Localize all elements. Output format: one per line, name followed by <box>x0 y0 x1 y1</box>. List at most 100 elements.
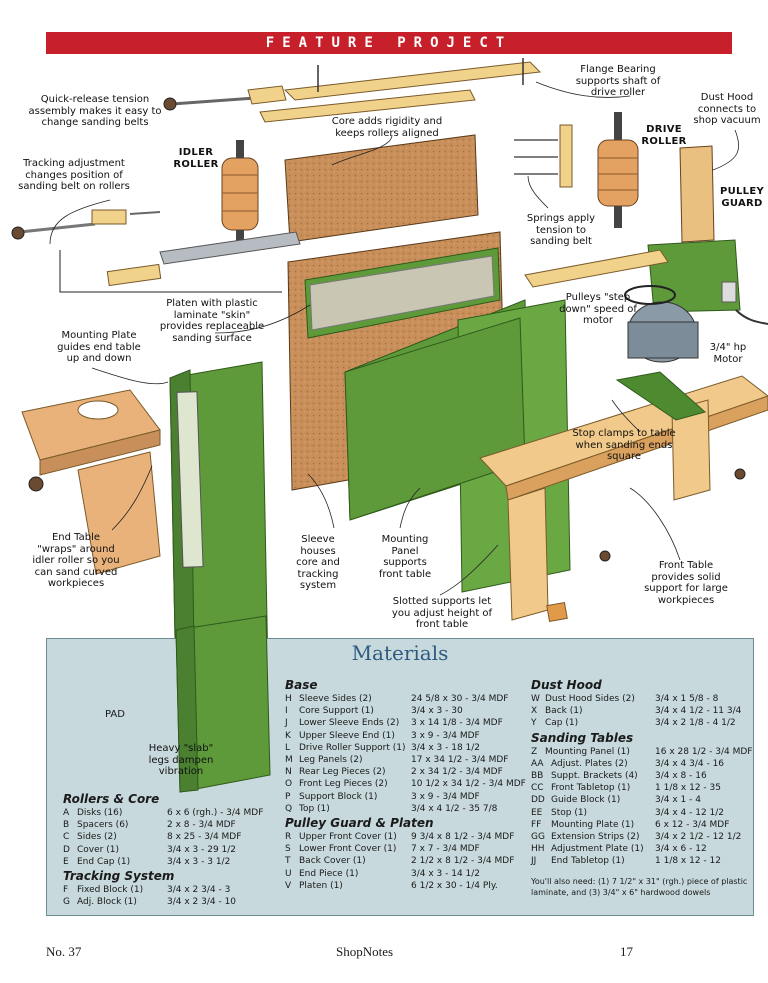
part-code: W <box>531 694 540 704</box>
part-name: Extension Strips (2) <box>551 832 640 843</box>
callout-pulley-guard: PULLEY GUARD <box>719 186 765 209</box>
materials-title: Materials <box>351 641 449 665</box>
part-dimensions: 8 x 25 - 3/4 MDF <box>167 832 242 843</box>
part-name: End Piece (1) <box>299 868 359 879</box>
part-dimensions: 3/4 x 6 - 12 <box>655 844 707 855</box>
dust-hood <box>679 145 715 243</box>
front-table-drawing <box>479 371 768 623</box>
part-dimensions: 3/4 x 4 1/2 - 11 3/4 <box>655 706 742 717</box>
materials-row: M Leg Panels (2) 17 x 34 1/2 - 3/4 MDF <box>285 754 535 766</box>
page-number: 17 <box>620 944 633 959</box>
part-dimensions: 6 1/2 x 30 - 1/4 Ply. <box>411 880 498 891</box>
part-name: Mounting Panel (1) <box>545 746 630 757</box>
part-name: Sleeve Sides (2) <box>299 694 372 704</box>
part-name: Front Tabletop (1) <box>551 783 631 794</box>
core-support-rail <box>259 89 476 123</box>
part-name: End Tabletop (1) <box>551 856 625 867</box>
part-dimensions: 10 1/2 x 34 1/2 - 3/4 MDF <box>411 779 526 790</box>
part-name: Guide Block (1) <box>551 795 621 806</box>
part-name: Front Leg Pieces (2) <box>299 779 388 790</box>
part-code: J <box>285 718 288 729</box>
callout-pad: PAD <box>105 709 125 720</box>
part-code: K <box>285 730 291 741</box>
part-dimensions: 3 x 14 1/8 - 3/4 MDF <box>411 718 503 729</box>
section-base: Base <box>285 678 318 692</box>
drive-roller-drawing <box>597 112 639 228</box>
part-code: I <box>285 706 288 717</box>
part-code: B <box>63 820 70 831</box>
part-dimensions: 2 x 8 - 3/4 MDF <box>167 820 236 831</box>
part-code: R <box>285 832 292 843</box>
part-name: Cover (1) <box>77 844 119 855</box>
part-name: Top (1) <box>299 803 330 814</box>
part-code: BB <box>531 771 544 782</box>
callout-platen: Platen with plastic laminate "skin" prov… <box>159 298 265 344</box>
end-table-drawing <box>21 389 161 575</box>
part-name: Adj. Block (1) <box>77 897 137 908</box>
part-dimensions: 16 x 28 1/2 - 3/4 MDF <box>655 746 753 757</box>
part-code: M <box>285 755 293 766</box>
part-name: Stop (1) <box>551 807 588 818</box>
part-code: HH <box>531 844 545 855</box>
part-code: Z <box>531 746 538 757</box>
part-name: Lower Front Cover (1) <box>299 844 397 855</box>
idler-roller-drawing <box>221 140 259 244</box>
materials-row: O Front Leg Pieces (2) 10 1/2 x 34 1/2 - 3… <box>285 778 535 790</box>
part-code: P <box>285 791 291 802</box>
section-tracking-system: Tracking System <box>63 869 175 884</box>
part-dimensions: 24 5/8 x 30 - 3/4 MDF <box>411 694 509 704</box>
part-dimensions: 2 x 34 1/2 - 3/4 MDF <box>411 767 503 778</box>
part-code: U <box>285 868 292 879</box>
part-code: S <box>285 844 291 855</box>
part-name: Suppt. Brackets (4) <box>551 771 638 782</box>
part-name: Support Block (1) <box>299 791 378 802</box>
part-dimensions: 3/4 x 1 5/8 - 8 <box>655 694 719 704</box>
part-name: Mounting Plate (1) <box>551 819 635 830</box>
part-name: Adjustment Plate (1) <box>551 844 644 855</box>
part-dimensions: 3/4 x 3 - 30 <box>411 706 463 717</box>
callout-slotted-supports: Slotted supports let you adjust height o… <box>391 596 493 630</box>
part-dimensions: 3/4 x 2 1/8 - 4 1/2 <box>655 718 736 729</box>
callout-springs: Springs apply tension to sanding belt <box>526 213 596 247</box>
part-dimensions: 3/4 x 1 - 4 <box>655 795 701 806</box>
part-code: CC <box>531 783 544 794</box>
feature-project-banner: FEATURE PROJECT <box>46 32 732 54</box>
part-name: Spacers (6) <box>77 820 129 831</box>
callout-motor: 3/4" hp Motor <box>709 342 747 365</box>
magazine-name: ShopNotes <box>336 944 394 959</box>
materials-row: HH Adjustment Plate (1) 3/4 x 6 - 12 <box>531 843 753 855</box>
part-dimensions: 3/4 x 4 3/4 - 16 <box>655 758 725 769</box>
callout-stop: Stop clamps to table when sanding ends s… <box>572 428 676 462</box>
part-name: Back (1) <box>545 706 583 717</box>
callout-drive-roller: DRIVE ROLLER <box>641 124 687 147</box>
materials-row: Z Mounting Panel (1) 16 x 28 1/2 - 3/4 MDF <box>531 746 753 758</box>
part-code: GG <box>531 832 545 843</box>
part-name: Platen (1) <box>299 880 343 891</box>
part-dimensions: 7 x 7 - 3/4 MDF <box>411 844 480 855</box>
callout-front-table: Front Table provides solid support for l… <box>644 560 728 606</box>
part-dimensions: 17 x 34 1/2 - 3/4 MDF <box>411 755 509 766</box>
part-dimensions: 1 1/8 x 12 - 35 <box>655 783 721 794</box>
part-code: O <box>285 779 293 790</box>
callout-tracking: Tracking adjustment changes position of … <box>18 158 130 192</box>
part-name: Leg Panels (2) <box>299 755 363 766</box>
part-dimensions: 3/4 x 4 1/2 - 35 7/8 <box>411 803 498 814</box>
part-dimensions: 9 3/4 x 8 1/2 - 3/4 MDF <box>411 832 515 843</box>
callout-heavy-slab: Heavy "slab" legs dampen vibration <box>148 743 214 777</box>
